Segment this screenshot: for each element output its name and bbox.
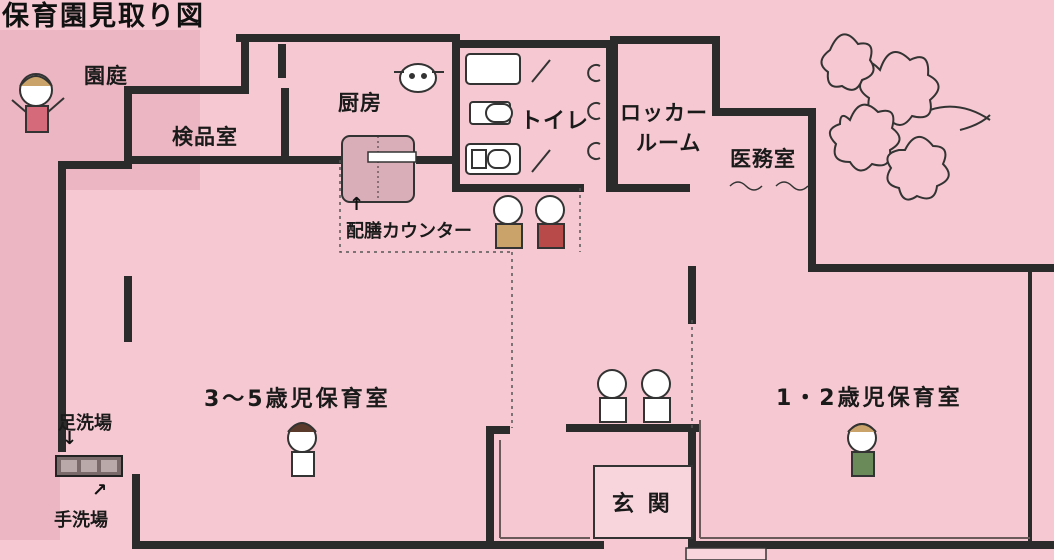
children-pair-icon <box>493 195 565 249</box>
genkan-box <box>593 465 693 539</box>
yard-shade-left <box>0 150 60 540</box>
boy-icon <box>847 423 877 477</box>
pot-icon <box>394 63 444 93</box>
locker-label-line1: ロッカー <box>620 101 708 125</box>
flower-icon <box>820 33 991 201</box>
wave-lines <box>729 181 809 191</box>
page-title: 保育園見取り図 <box>2 1 205 32</box>
counter-arrow-icon: ↑ <box>349 194 365 215</box>
walls <box>58 34 1054 549</box>
tearaiba-label: 手洗場 <box>54 510 108 531</box>
children-pair-icon <box>597 369 671 423</box>
ashiaraiba-arrow-icon: ↓ <box>62 428 78 449</box>
yard-label: 園庭 <box>84 64 128 88</box>
imushitsu-label: 医務室 <box>730 147 796 171</box>
chubo-label: 厨房 <box>338 91 382 115</box>
toilet-icon <box>465 53 601 175</box>
room-1-2-label: 1・2歳児保育室 <box>776 386 963 411</box>
tearaiba-arrow-icon: ↗ <box>92 480 108 501</box>
dashed-lines <box>339 160 693 428</box>
inner-lines <box>499 420 1030 539</box>
wash-basins <box>55 455 123 477</box>
kenpinshitsu-label: 検品室 <box>172 125 238 149</box>
serving-counter <box>341 135 417 203</box>
child-girl-icon <box>287 422 317 477</box>
haizen-counter-label: 配膳カウンター <box>346 221 472 242</box>
ashiaraiba-label: 足洗場 <box>58 413 112 434</box>
locker-label-line2: ルーム <box>636 131 702 155</box>
genkan-label: 玄 関 <box>612 492 673 517</box>
toilet-label: トイレ <box>520 109 590 134</box>
child-girl-icon <box>11 73 65 133</box>
entrance-step <box>685 547 767 560</box>
room-3-5-label: 3〜5歳児保育室 <box>204 387 391 412</box>
